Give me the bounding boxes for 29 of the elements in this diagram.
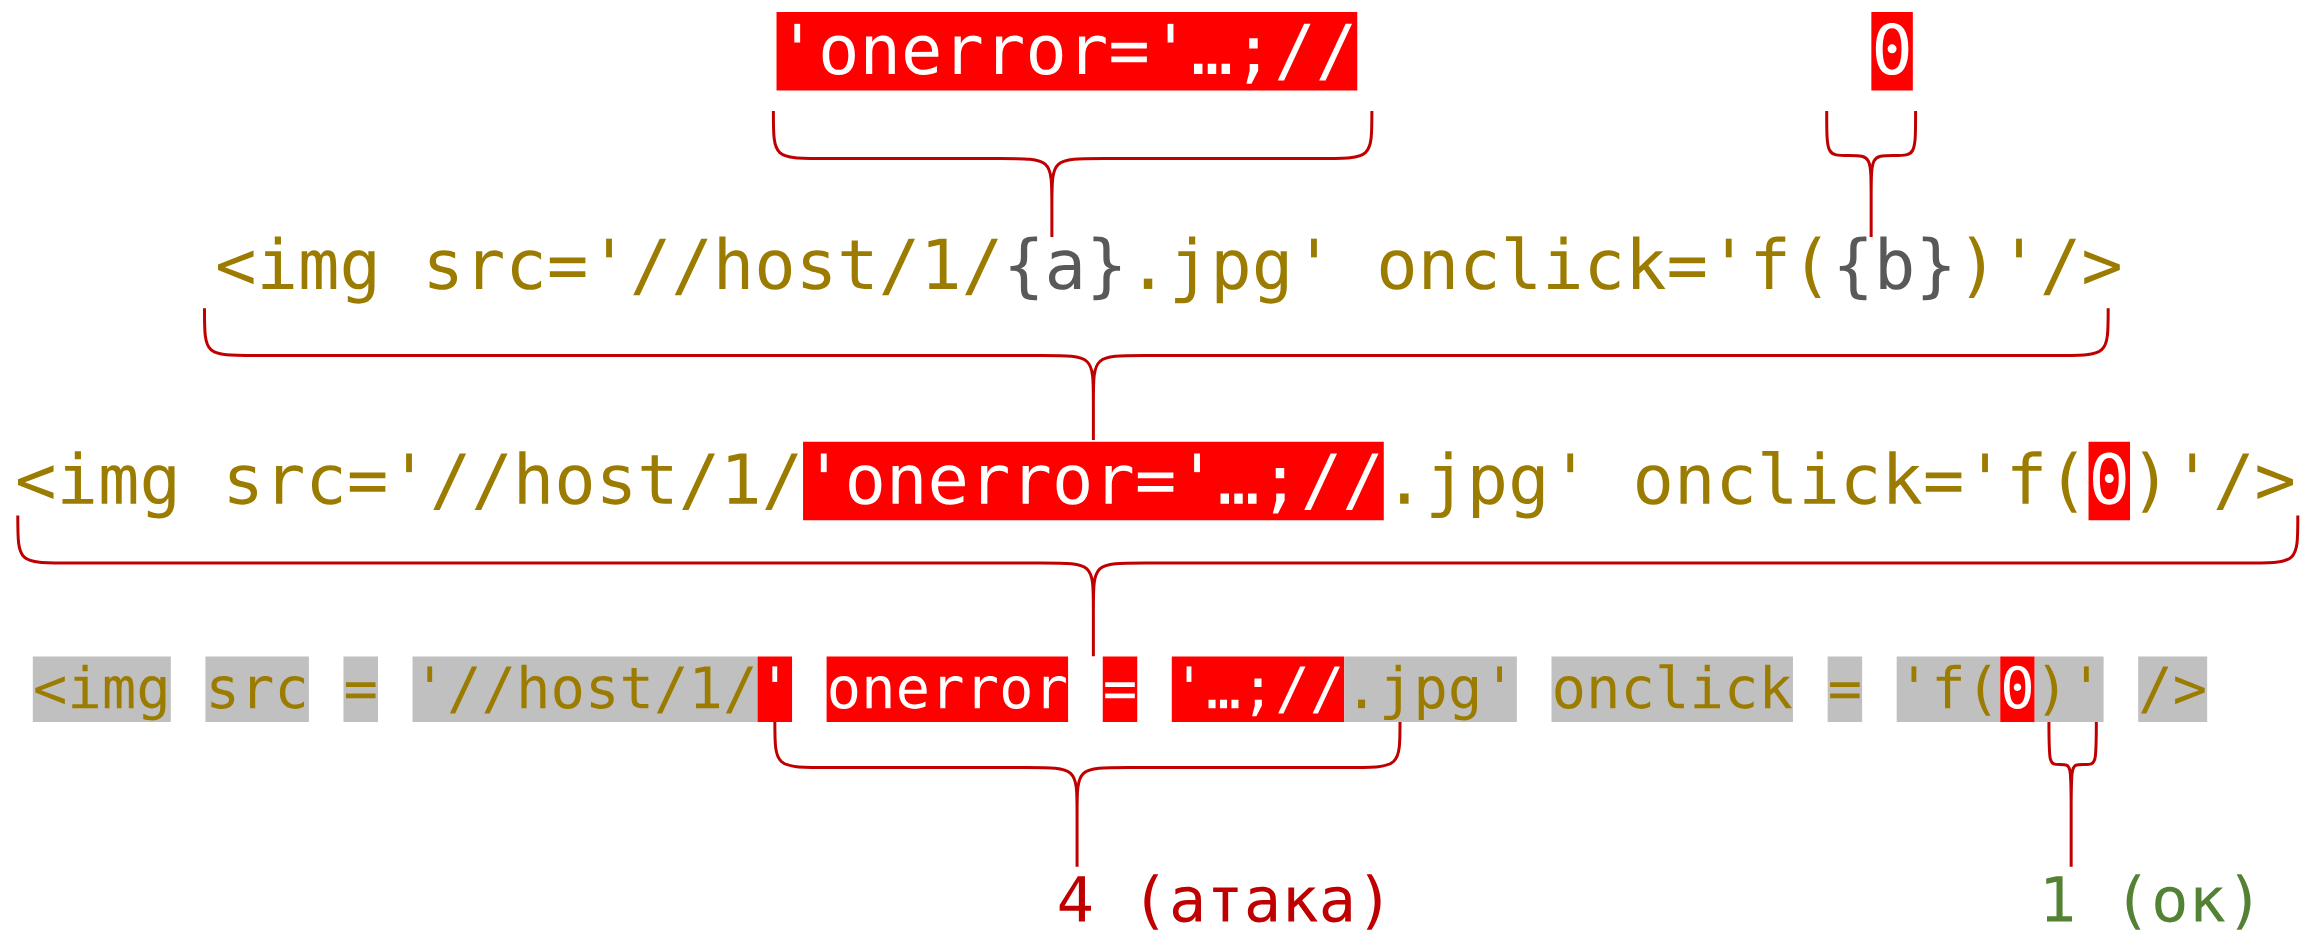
code-token: /> <box>2138 656 2208 722</box>
highlighted-code: 'onerror='…;// <box>803 441 1384 521</box>
code-token: <img <box>32 656 171 722</box>
code-token: onclick <box>1551 656 1793 722</box>
highlighted-code: '…;// <box>1171 656 1345 722</box>
highlighted-code: onerror <box>826 656 1069 722</box>
code-text: .jpg' onclick='f( <box>1143 236 1821 304</box>
code-token: = <box>343 656 378 722</box>
code-text: )'/> <box>2141 451 2293 513</box>
code-token: src <box>205 656 309 722</box>
highlighted-code: 0 <box>2000 656 2035 722</box>
highlighted-code: 0 <box>2088 441 2131 521</box>
highlighted-code: ' <box>757 656 793 722</box>
code-token: 'f( <box>1896 656 2001 722</box>
code-text: <img src='//host/1/ <box>18 451 798 519</box>
code-text: )'/> <box>1968 236 2120 298</box>
code-token: = <box>1827 656 1863 722</box>
code-token: '//host/1/ <box>412 656 758 722</box>
highlighted-code: = <box>1102 656 1138 722</box>
highlighted-code: 'onerror='…;// <box>776 12 1358 91</box>
placeholder-text: {a} <box>1010 236 1121 301</box>
result-label: 4 (атака) <box>1059 874 1381 930</box>
highlighted-code: 0 <box>1871 12 1913 91</box>
code-text: <img src='//host/1/ <box>218 236 998 304</box>
result-label: 1 (ок) <box>2046 874 2251 930</box>
code-text: .jpg' onclick='f( <box>1400 451 2078 519</box>
code-token: .jpg' <box>1344 656 1517 722</box>
placeholder-text: {b} <box>1839 236 1950 301</box>
code-token: )' <box>2034 656 2104 722</box>
